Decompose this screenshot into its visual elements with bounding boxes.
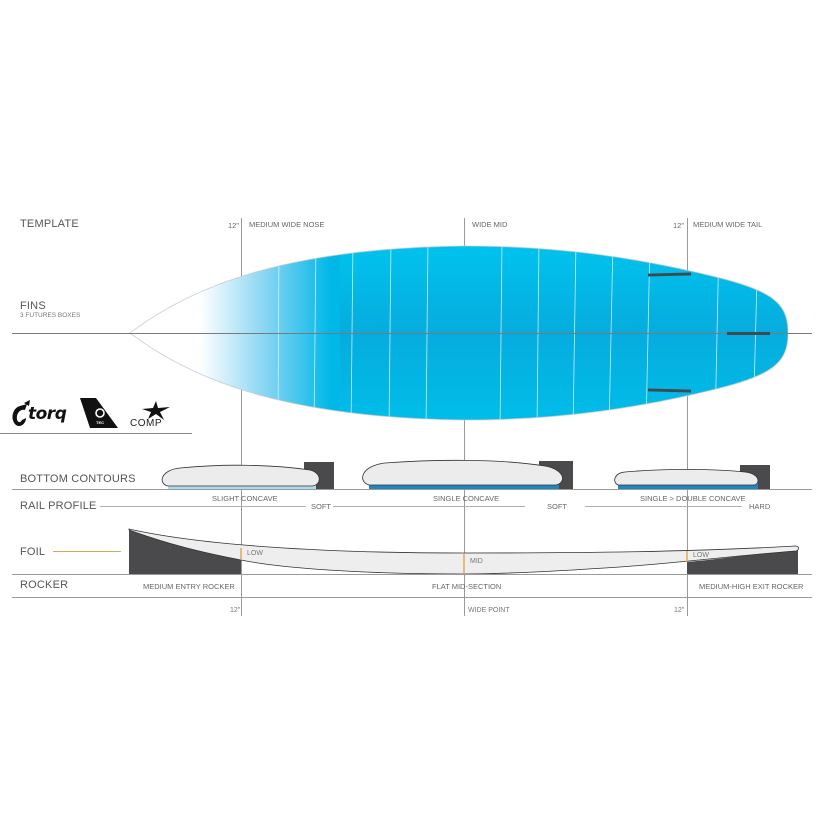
nose-width-label: MEDIUM WIDE NOSE xyxy=(249,220,325,229)
foil-mid-label: MID xyxy=(470,558,483,565)
rocker-section-label: ROCKER xyxy=(20,579,69,591)
rail-profile-section-label: RAIL PROFILE xyxy=(20,500,97,512)
bottom-contours-section-label: BOTTOM CONTOURS xyxy=(20,473,136,485)
fins-sub-label: 3 FUTURES BOXES xyxy=(20,312,81,319)
comp-logo: COMP xyxy=(128,401,178,429)
rocker-top-line xyxy=(12,574,812,575)
tail-12in-guide-line xyxy=(687,218,688,616)
rail-profile-line-2 xyxy=(333,506,525,507)
foil-section-label: FOIL xyxy=(20,546,46,558)
torq-logo-text: torq xyxy=(28,404,67,424)
bottom-tail-measure-label: 12" xyxy=(674,607,685,614)
rail-profile-tail-label: HARD xyxy=(749,502,771,511)
foil-tail-label: LOW xyxy=(693,552,709,559)
bottom-contour-nose-label: SLIGHT CONCAVE xyxy=(212,494,278,503)
bottom-nose-measure-label: 12" xyxy=(230,607,241,614)
bottom-contours-baseline xyxy=(12,489,812,490)
rocker-bottom-line xyxy=(12,597,812,598)
fins-section-label: FINS xyxy=(20,300,46,312)
rail-profile-line-3 xyxy=(585,506,742,507)
nose-12in-guide-line xyxy=(241,218,242,616)
mid-width-label: WIDE MID xyxy=(472,220,508,229)
board-center-line xyxy=(12,333,812,334)
nose-measure-label: 12" xyxy=(228,221,240,230)
tail-measure-label: 12" xyxy=(673,221,685,230)
rail-profile-nose-label: SOFT xyxy=(311,502,331,511)
tec-logo-text: TEC xyxy=(96,420,104,425)
template-section-label: TEMPLATE xyxy=(20,218,79,230)
bottom-wide-point-label: WIDE POINT xyxy=(468,607,510,614)
fin-box-center xyxy=(727,332,770,335)
torq-logo: torq xyxy=(10,400,76,428)
foil-pointer-line xyxy=(53,551,121,552)
foil-nose-label: LOW xyxy=(247,550,263,557)
tec-logo: TEC xyxy=(80,398,120,428)
logo-divider xyxy=(0,433,192,434)
tail-width-label: MEDIUM WIDE TAIL xyxy=(693,220,763,229)
rail-profile-mid-label: SOFT xyxy=(547,502,567,511)
comp-logo-text: COMP xyxy=(130,418,162,429)
bottom-contour-tail-label: SINGLE > DOUBLE CONCAVE xyxy=(640,494,746,503)
rail-profile-line-1 xyxy=(100,506,306,507)
rocker-tail-label: MEDIUM-HIGH EXIT ROCKER xyxy=(699,582,804,591)
rocker-nose-label: MEDIUM ENTRY ROCKER xyxy=(143,582,235,591)
bottom-contour-mid-label: SINGLE CONCAVE xyxy=(433,494,500,503)
rocker-mid-label: FLAT MID-SECTION xyxy=(432,582,502,591)
